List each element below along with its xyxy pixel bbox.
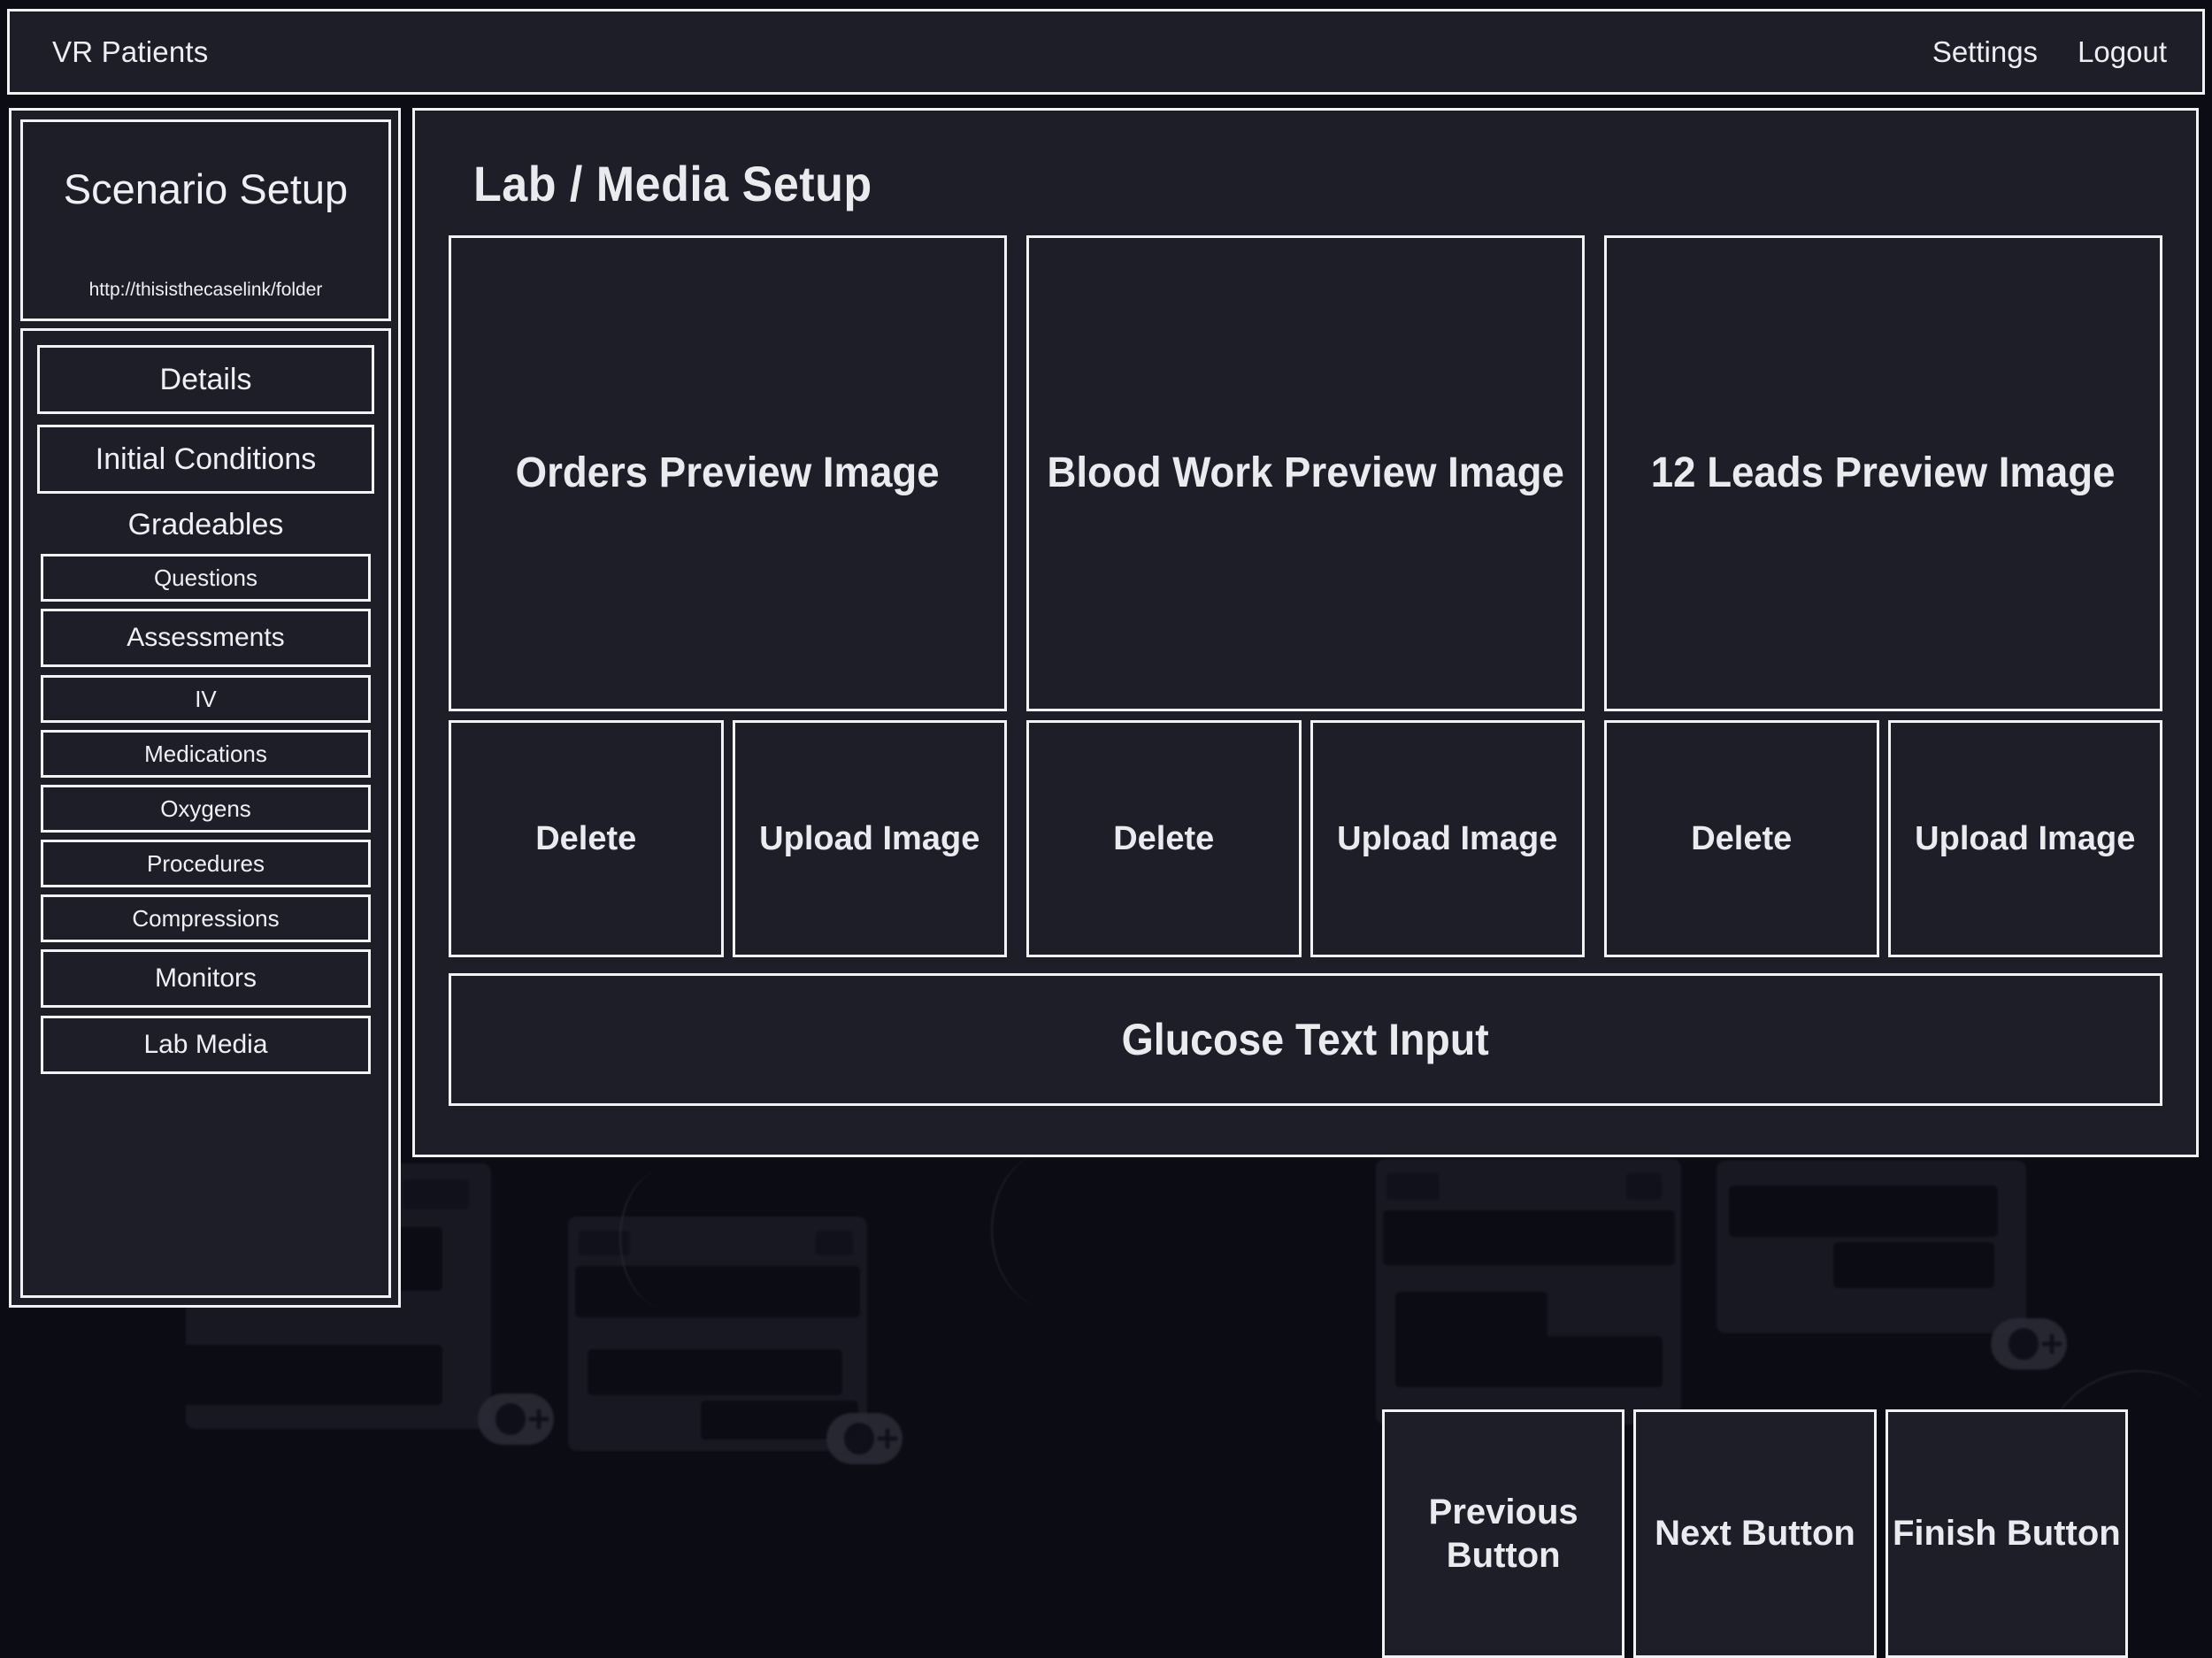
sidebar-item-monitors[interactable]: Monitors [41, 949, 371, 1008]
sidebar-item-initial-conditions[interactable]: Initial Conditions [37, 425, 374, 494]
orders-button-row: Delete Upload Image [449, 720, 1007, 957]
button-label: Delete [1113, 819, 1215, 857]
topbar-actions: Settings Logout [1932, 35, 2167, 69]
media-column-blood-work: Blood Work Preview Image Delete Upload I… [1026, 235, 1585, 957]
glucose-input-label: Glucose Text Input [1121, 1015, 1490, 1064]
button-label: Finish Button [1892, 1514, 2121, 1554]
lab-media-setup-panel: Lab / Media Setup Orders Preview Image D… [412, 108, 2199, 1157]
sidebar-nav-list: Details Initial Conditions Gradeables Qu… [20, 328, 391, 1298]
button-label: Upload Image [1337, 819, 1558, 857]
blood-work-upload-image-button[interactable]: Upload Image [1310, 720, 1585, 957]
scenario-setup-header: Scenario Setup http://thisisthecaselink/… [20, 119, 391, 321]
page-title: Scenario Setup [63, 165, 349, 212]
decor-wire [619, 1168, 717, 1309]
sidebar-item-assessments[interactable]: Assessments [41, 609, 371, 667]
decor-card [1376, 1159, 1681, 1424]
case-link[interactable]: http://thisisthecaselink/folder [88, 280, 323, 300]
sidebar-item-label: Medications [144, 741, 267, 767]
blood-work-delete-button[interactable]: Delete [1026, 720, 1302, 957]
sidebar-item-compressions[interactable]: Compressions [41, 894, 371, 942]
sidebar-item-oxygens[interactable]: Oxygens [41, 785, 371, 833]
sidebar-item-label: Monitors [154, 963, 257, 993]
decor-card [1717, 1161, 2026, 1333]
sidebar-item-label: Details [159, 363, 252, 396]
media-column-twelve-leads: 12 Leads Preview Image Delete Upload Ima… [1604, 235, 2162, 957]
sidebar-item-procedures[interactable]: Procedures [41, 840, 371, 887]
top-bar: VR Patients Settings Logout [7, 9, 2205, 95]
button-label: Upload Image [1915, 819, 2136, 857]
button-label: Delete [535, 819, 637, 857]
twelve-leads-upload-image-button[interactable]: Upload Image [1887, 720, 2162, 957]
logout-link[interactable]: Logout [2078, 35, 2167, 68]
panel-title: Lab / Media Setup [473, 156, 872, 211]
button-label: Delete [1691, 819, 1793, 857]
sidebar-item-label: Questions [153, 564, 258, 591]
button-label: Previous Button [1428, 1492, 1578, 1575]
sidebar-group-label: Gradeables [127, 508, 284, 541]
finish-button[interactable]: Finish Button [1885, 1409, 2128, 1658]
orders-preview-image[interactable]: Orders Preview Image [449, 235, 1007, 711]
sidebar-item-iv[interactable]: IV [41, 675, 371, 723]
sidebar-item-label: Assessments [127, 623, 285, 652]
footer-navigation: Previous Button Next Button Finish Butto… [1382, 1409, 2128, 1658]
decor-wire [991, 1150, 1115, 1309]
preview-label: 12 Leads Preview Image [1651, 449, 2116, 497]
sidebar-item-questions[interactable]: Questions [41, 554, 371, 602]
sidebar-item-label: Oxygens [160, 795, 251, 822]
sidebar-item-label: Initial Conditions [95, 442, 317, 476]
sidebar: Scenario Setup http://thisisthecaselink/… [9, 108, 401, 1308]
next-button[interactable]: Next Button [1633, 1409, 1877, 1658]
previous-button[interactable]: Previous Button [1382, 1409, 1625, 1658]
sidebar-item-label: IV [195, 686, 217, 712]
twelve-leads-preview-image[interactable]: 12 Leads Preview Image [1604, 235, 2162, 711]
decor-badge [478, 1393, 554, 1445]
button-label: Next Button [1655, 1514, 1855, 1554]
media-column-orders: Orders Preview Image Delete Upload Image [449, 235, 1007, 957]
blood-work-preview-image[interactable]: Blood Work Preview Image [1026, 235, 1585, 711]
sidebar-item-label: Procedures [147, 850, 265, 877]
orders-upload-image-button[interactable]: Upload Image [732, 720, 1007, 957]
preview-label: Orders Preview Image [515, 449, 941, 497]
decor-card [568, 1217, 867, 1451]
sidebar-item-details[interactable]: Details [37, 345, 374, 414]
gradeables-list: Questions Assessments IV Medications Oxy… [37, 554, 374, 1074]
preview-label: Blood Work Preview Image [1047, 449, 1564, 497]
media-grid: Orders Preview Image Delete Upload Image… [449, 235, 2162, 957]
glucose-text-input[interactable]: Glucose Text Input [449, 973, 2162, 1106]
settings-link[interactable]: Settings [1932, 35, 2039, 68]
orders-delete-button[interactable]: Delete [449, 720, 724, 957]
twelve-leads-button-row: Delete Upload Image [1604, 720, 2162, 957]
sidebar-item-medications[interactable]: Medications [41, 730, 371, 778]
twelve-leads-delete-button[interactable]: Delete [1604, 720, 1879, 957]
decor-badge [826, 1413, 902, 1464]
sidebar-item-label: Compressions [132, 905, 280, 932]
decor-badge [1991, 1318, 2067, 1370]
button-label: Upload Image [759, 819, 980, 857]
blood-work-button-row: Delete Upload Image [1026, 720, 1585, 957]
sidebar-item-lab-media[interactable]: Lab Media [41, 1016, 371, 1074]
sidebar-item-label: Lab Media [143, 1030, 268, 1059]
app-title: VR Patients [52, 35, 209, 68]
